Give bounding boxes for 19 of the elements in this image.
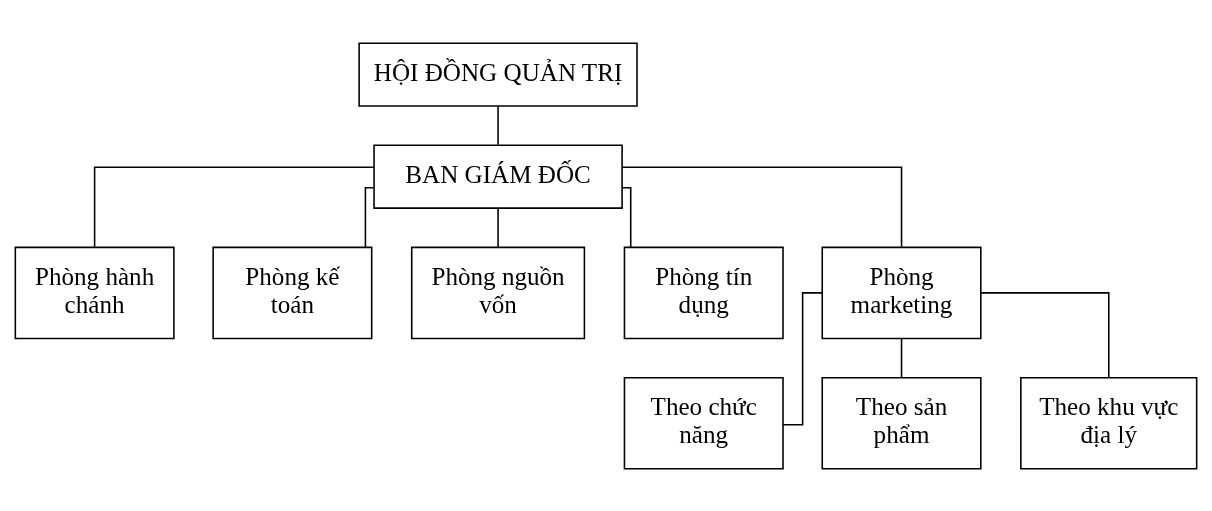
node-box: Theo khu vực địa lý	[1020, 376, 1198, 469]
connector	[497, 105, 499, 145]
node-box: Theo sản phẩm	[821, 376, 982, 469]
connector	[622, 186, 632, 248]
connector	[93, 166, 375, 248]
connector	[782, 291, 823, 426]
connector	[980, 291, 1110, 378]
node-box: Phòng kế toán	[212, 246, 373, 339]
connector	[364, 186, 375, 248]
node-box: Phòng tín dụng	[623, 246, 784, 339]
node-box: HỘI ĐỒNG QUẢN TRỊ	[358, 42, 638, 107]
node-box: Phòng marketing	[821, 246, 982, 339]
node-box: Theo chức năng	[623, 376, 784, 469]
connector	[621, 166, 903, 248]
node-box: Phòng nguồn vốn	[410, 246, 586, 339]
connector	[497, 207, 499, 248]
connector	[900, 337, 903, 378]
node-box: BAN GIÁM ĐỐC	[373, 144, 623, 209]
node-box: Phòng hành chánh	[14, 246, 175, 339]
